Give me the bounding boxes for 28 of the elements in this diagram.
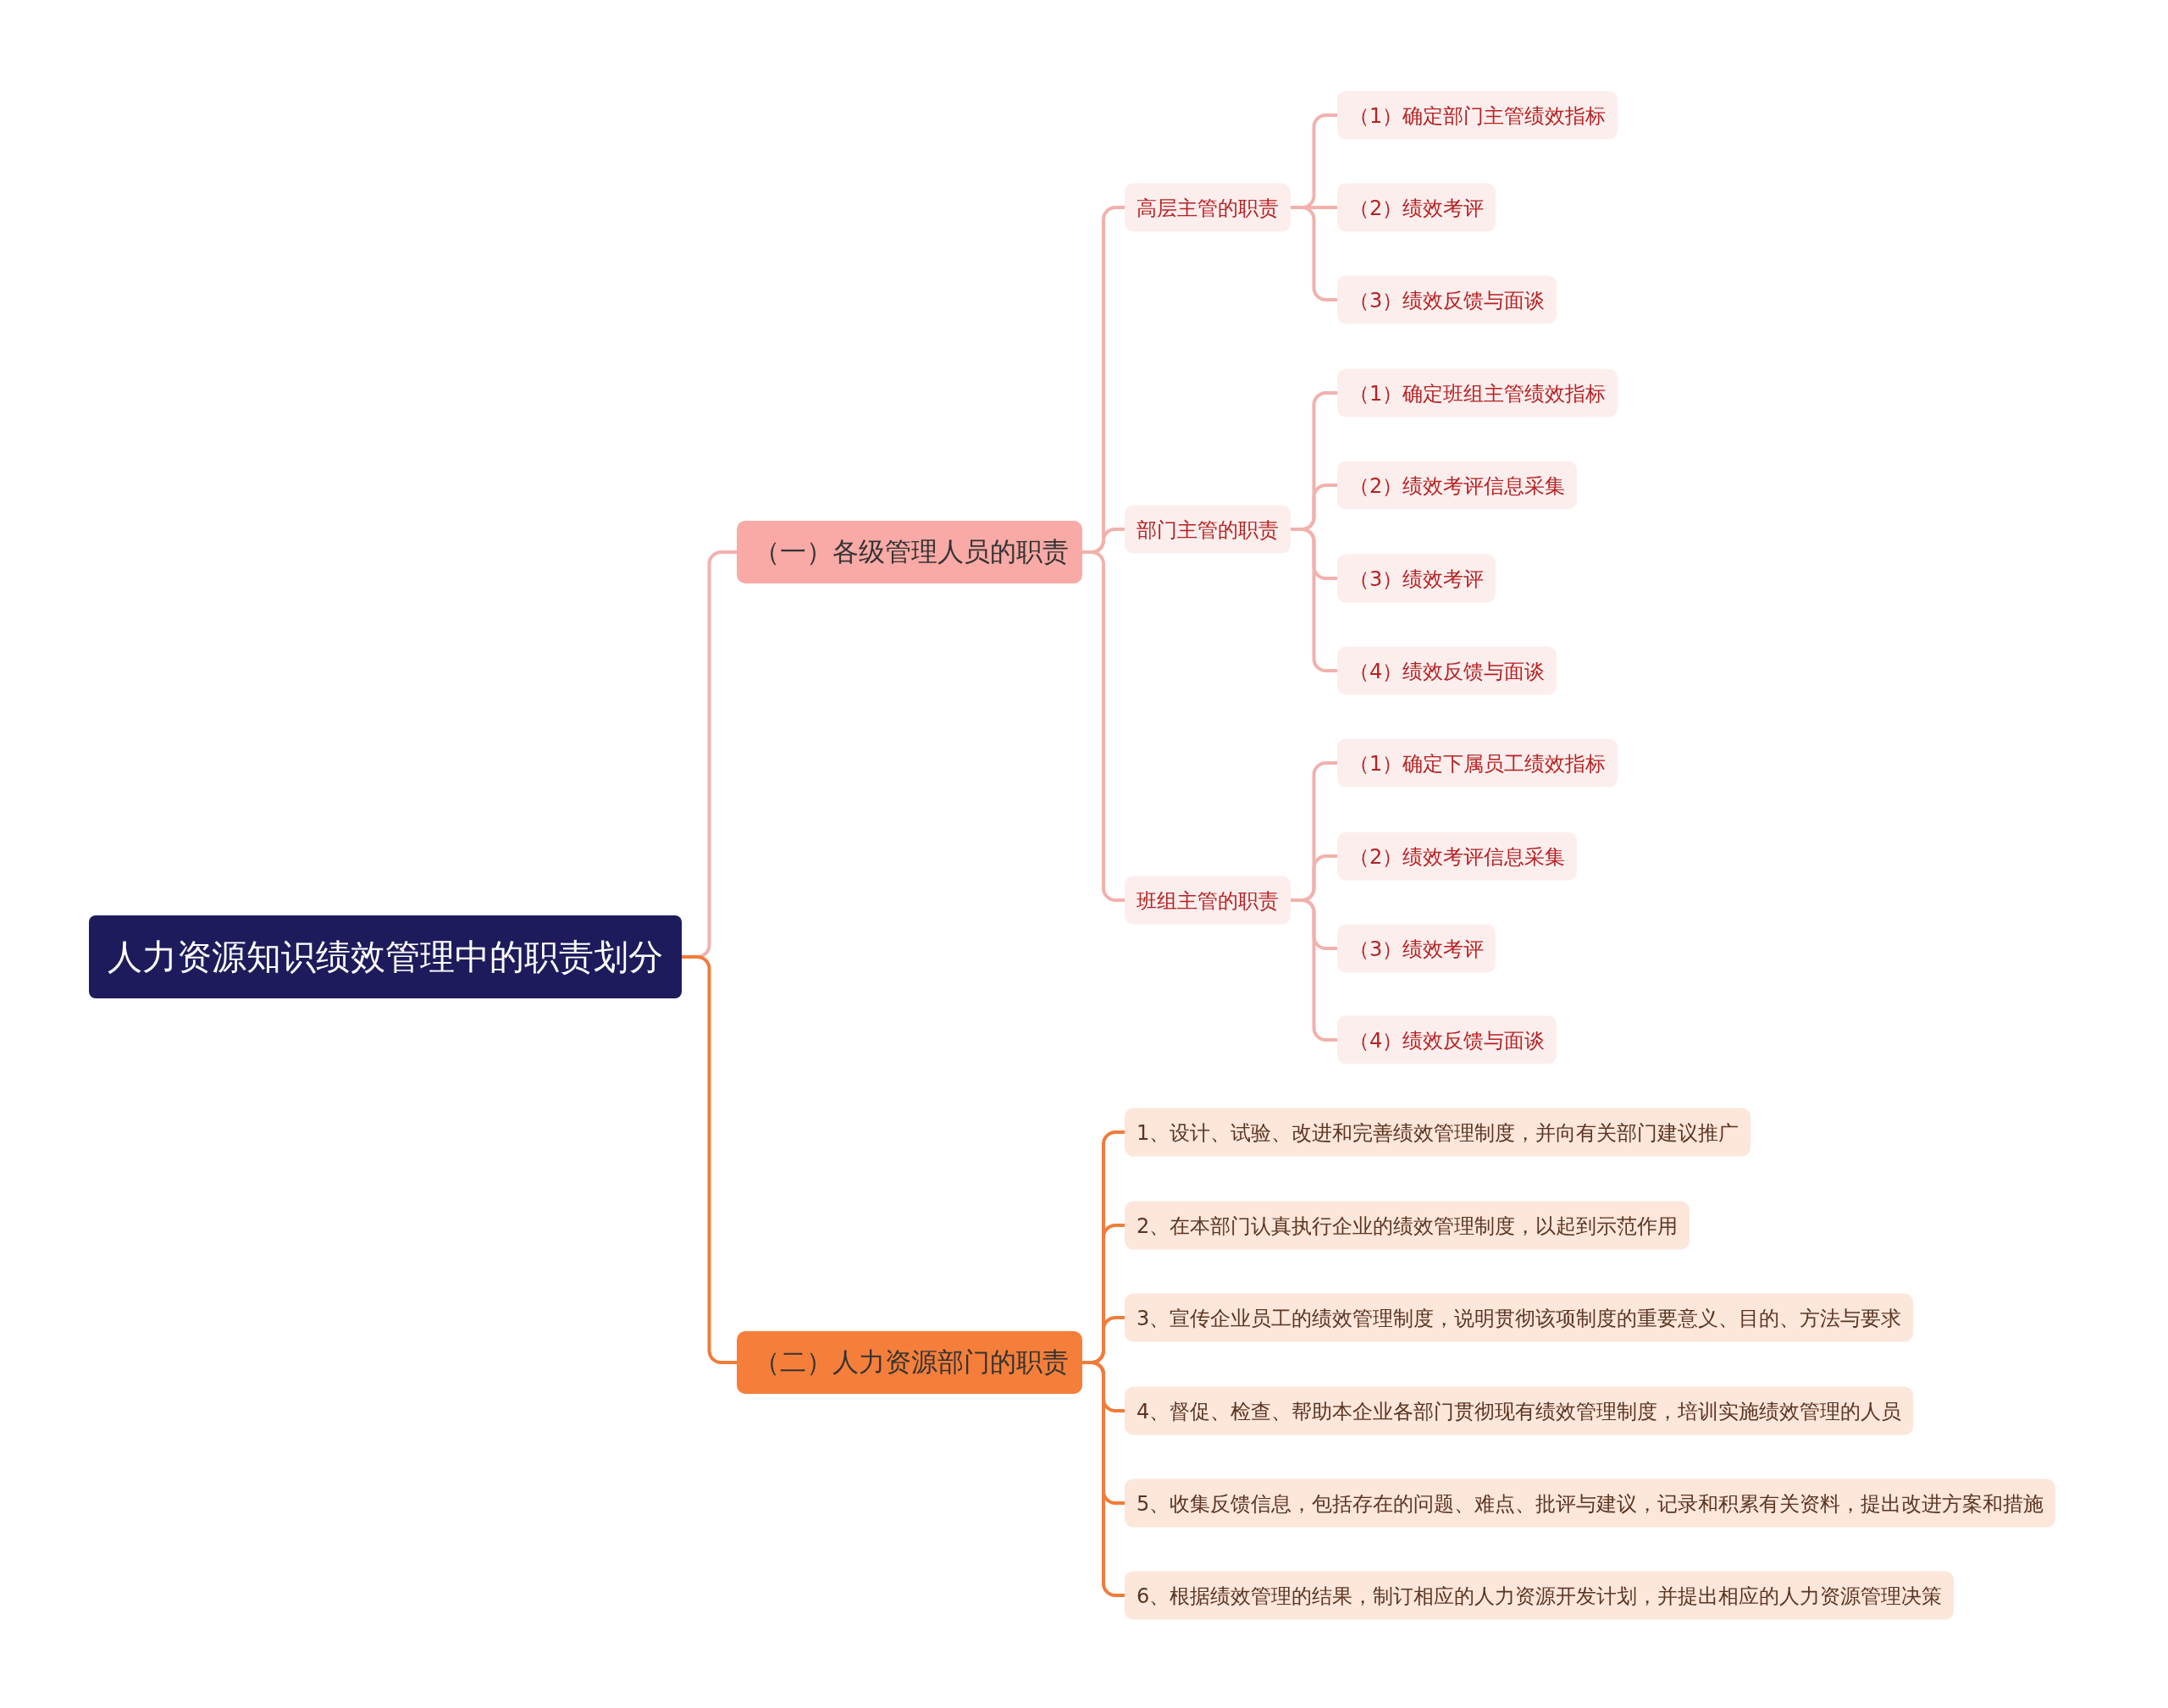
subtopic: 部门主管的职责 xyxy=(1125,505,1291,554)
leaf-topic: 2、在本部门认真执行企业的绩效管理制度，以起到示范作用 xyxy=(1125,1201,1690,1250)
leaf-topic: 6、根据绩效管理的结果，制订相应的人力资源开发计划，并提出相应的人力资源管理决策 xyxy=(1125,1571,1955,1620)
branch-topic: （二）人力资源部门的职责 xyxy=(737,1331,1082,1394)
leaf-topic: 5、收集反馈信息，包括存在的问题、难点、批评与建议，记录和积累有关资料，提出改进方案和措施 xyxy=(1125,1479,2056,1528)
leaf-topic: （1）确定下属员工绩效指标 xyxy=(1337,738,1618,788)
connector-line xyxy=(1291,898,1337,1042)
leaf-topic: （4）绩效反馈与面谈 xyxy=(1337,646,1557,695)
connector-line xyxy=(1291,206,1337,301)
connector-line xyxy=(1291,528,1337,672)
leaf-topic: （2）绩效考评信息采集 xyxy=(1337,461,1578,510)
leaf-topic: 1、设计、试验、改进和完善绩效管理制度，并向有关部门建议推广 xyxy=(1125,1108,1751,1157)
leaf-topic: （2）绩效考评信息采集 xyxy=(1337,832,1578,881)
leaf-topic: （3）绩效反馈与面谈 xyxy=(1337,275,1557,324)
branch-topic: （一）各级管理人员的职责 xyxy=(737,521,1082,583)
leaf-topic: （4）绩效反馈与面谈 xyxy=(1337,1015,1557,1064)
subtopic: 高层主管的职责 xyxy=(1125,183,1291,232)
connector-line xyxy=(1082,1361,1125,1597)
leaf-topic: 3、宣传企业员工的绩效管理制度，说明贯彻该项制度的重要意义、目的、方法与要求 xyxy=(1125,1293,1914,1342)
leaf-topic: （2）绩效考评 xyxy=(1337,183,1496,232)
connector-line xyxy=(1082,550,1125,902)
leaf-topic: 4、督促、检查、帮助本企业各部门贯彻现有绩效管理制度，培训实施绩效管理的人员 xyxy=(1125,1386,1914,1435)
leaf-topic: （3）绩效考评 xyxy=(1337,924,1496,973)
leaf-topic: （1）确定班组主管绩效指标 xyxy=(1337,368,1618,417)
subtopic: 班组主管的职责 xyxy=(1125,876,1291,925)
leaf-topic: （1）确定部门主管绩效指标 xyxy=(1337,91,1618,140)
root-topic: 人力资源知识绩效管理中的职责划分 xyxy=(89,915,682,998)
leaf-topic: （3）绩效考评 xyxy=(1337,554,1496,603)
